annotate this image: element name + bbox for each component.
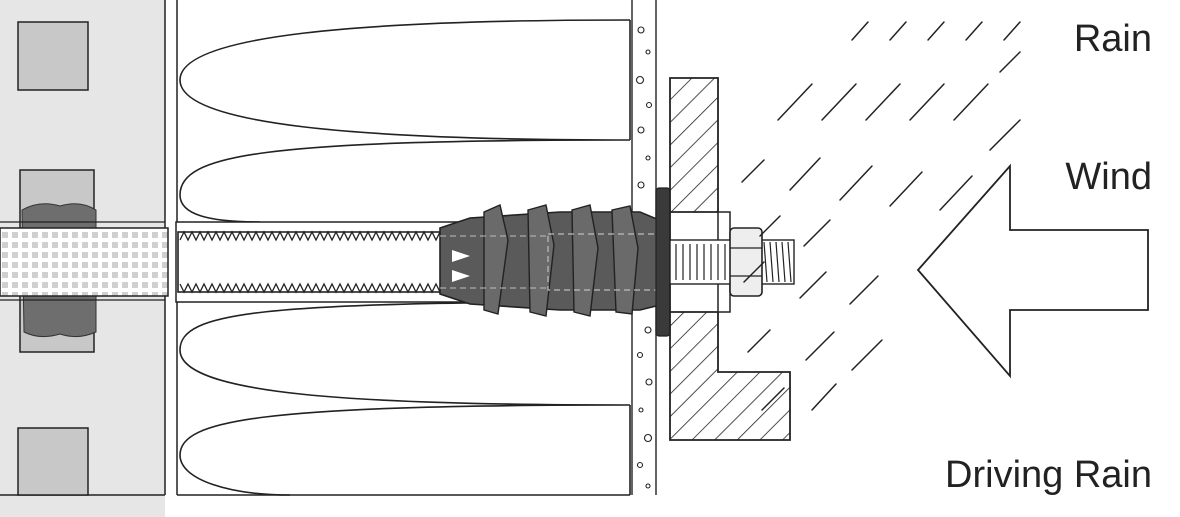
rain-streak (865, 83, 901, 121)
driving-rain-label: Driving Rain (945, 454, 1152, 496)
rain-streak (953, 83, 989, 121)
rain-streak (909, 83, 945, 121)
rain-streak (759, 215, 781, 237)
rain-streak (989, 119, 1021, 151)
arrow-left-icon (916, 163, 1149, 379)
rain-streak (803, 219, 831, 247)
threaded-bolt (175, 221, 477, 303)
rain-streak (747, 329, 771, 353)
facade-element (669, 77, 791, 441)
hollow-block-top (17, 21, 89, 91)
rain-streak (889, 171, 923, 207)
threaded-rod-end (669, 227, 795, 297)
wind-label: Wind (1065, 156, 1152, 198)
rain-streak (821, 83, 857, 121)
hollow-block-bottom (17, 427, 89, 496)
insulation-wave (179, 19, 631, 496)
masonry-wall (0, 0, 169, 517)
rain-streak (799, 271, 827, 299)
expansion-anchor (439, 204, 667, 317)
rain-streak (761, 387, 785, 411)
bolt-thread-top (179, 230, 476, 242)
rain-streak (889, 21, 907, 41)
rain-streak (805, 331, 835, 361)
rain-streak (999, 51, 1021, 73)
mesh-sleeve (0, 227, 169, 297)
bolt-thread-bottom (179, 282, 476, 294)
rain-streak (927, 21, 945, 41)
rain-streak (849, 275, 879, 305)
rain-streak (1003, 21, 1021, 41)
rain-streak (777, 83, 813, 121)
rain-streak (789, 157, 821, 191)
rain-label: Rain (1073, 18, 1152, 60)
rain-streak (811, 383, 837, 411)
rain-streak (839, 165, 873, 201)
rain-streaks-icon (741, 21, 1021, 411)
rain-streak (851, 339, 883, 371)
seal-gasket (655, 187, 671, 337)
rain-streak (939, 175, 973, 211)
rod-thread (675, 241, 792, 283)
rain-streak (851, 21, 869, 41)
hex-nut (729, 227, 763, 297)
rain-streak (965, 21, 983, 41)
rain-streak (741, 159, 765, 183)
rain-streak (743, 261, 765, 283)
